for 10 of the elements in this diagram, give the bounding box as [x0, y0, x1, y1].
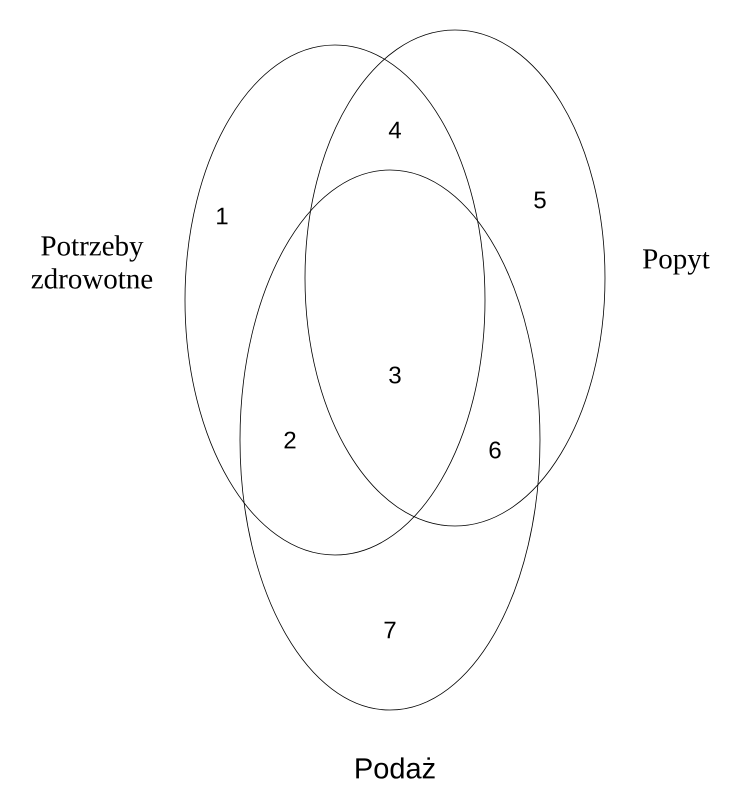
- region-number: 4: [388, 122, 401, 138]
- region-number: 5: [534, 192, 546, 208]
- set-label: Popyt: [642, 249, 710, 275]
- region-number: 2: [284, 432, 296, 448]
- set-label: Podaż: [356, 757, 435, 779]
- set-label: Potrzeby zdrowotne: [32, 235, 152, 289]
- region-number: 7: [384, 622, 396, 638]
- region-number: 6: [490, 442, 501, 458]
- region-number: 1: [217, 208, 228, 224]
- region-number: 3: [389, 366, 401, 384]
